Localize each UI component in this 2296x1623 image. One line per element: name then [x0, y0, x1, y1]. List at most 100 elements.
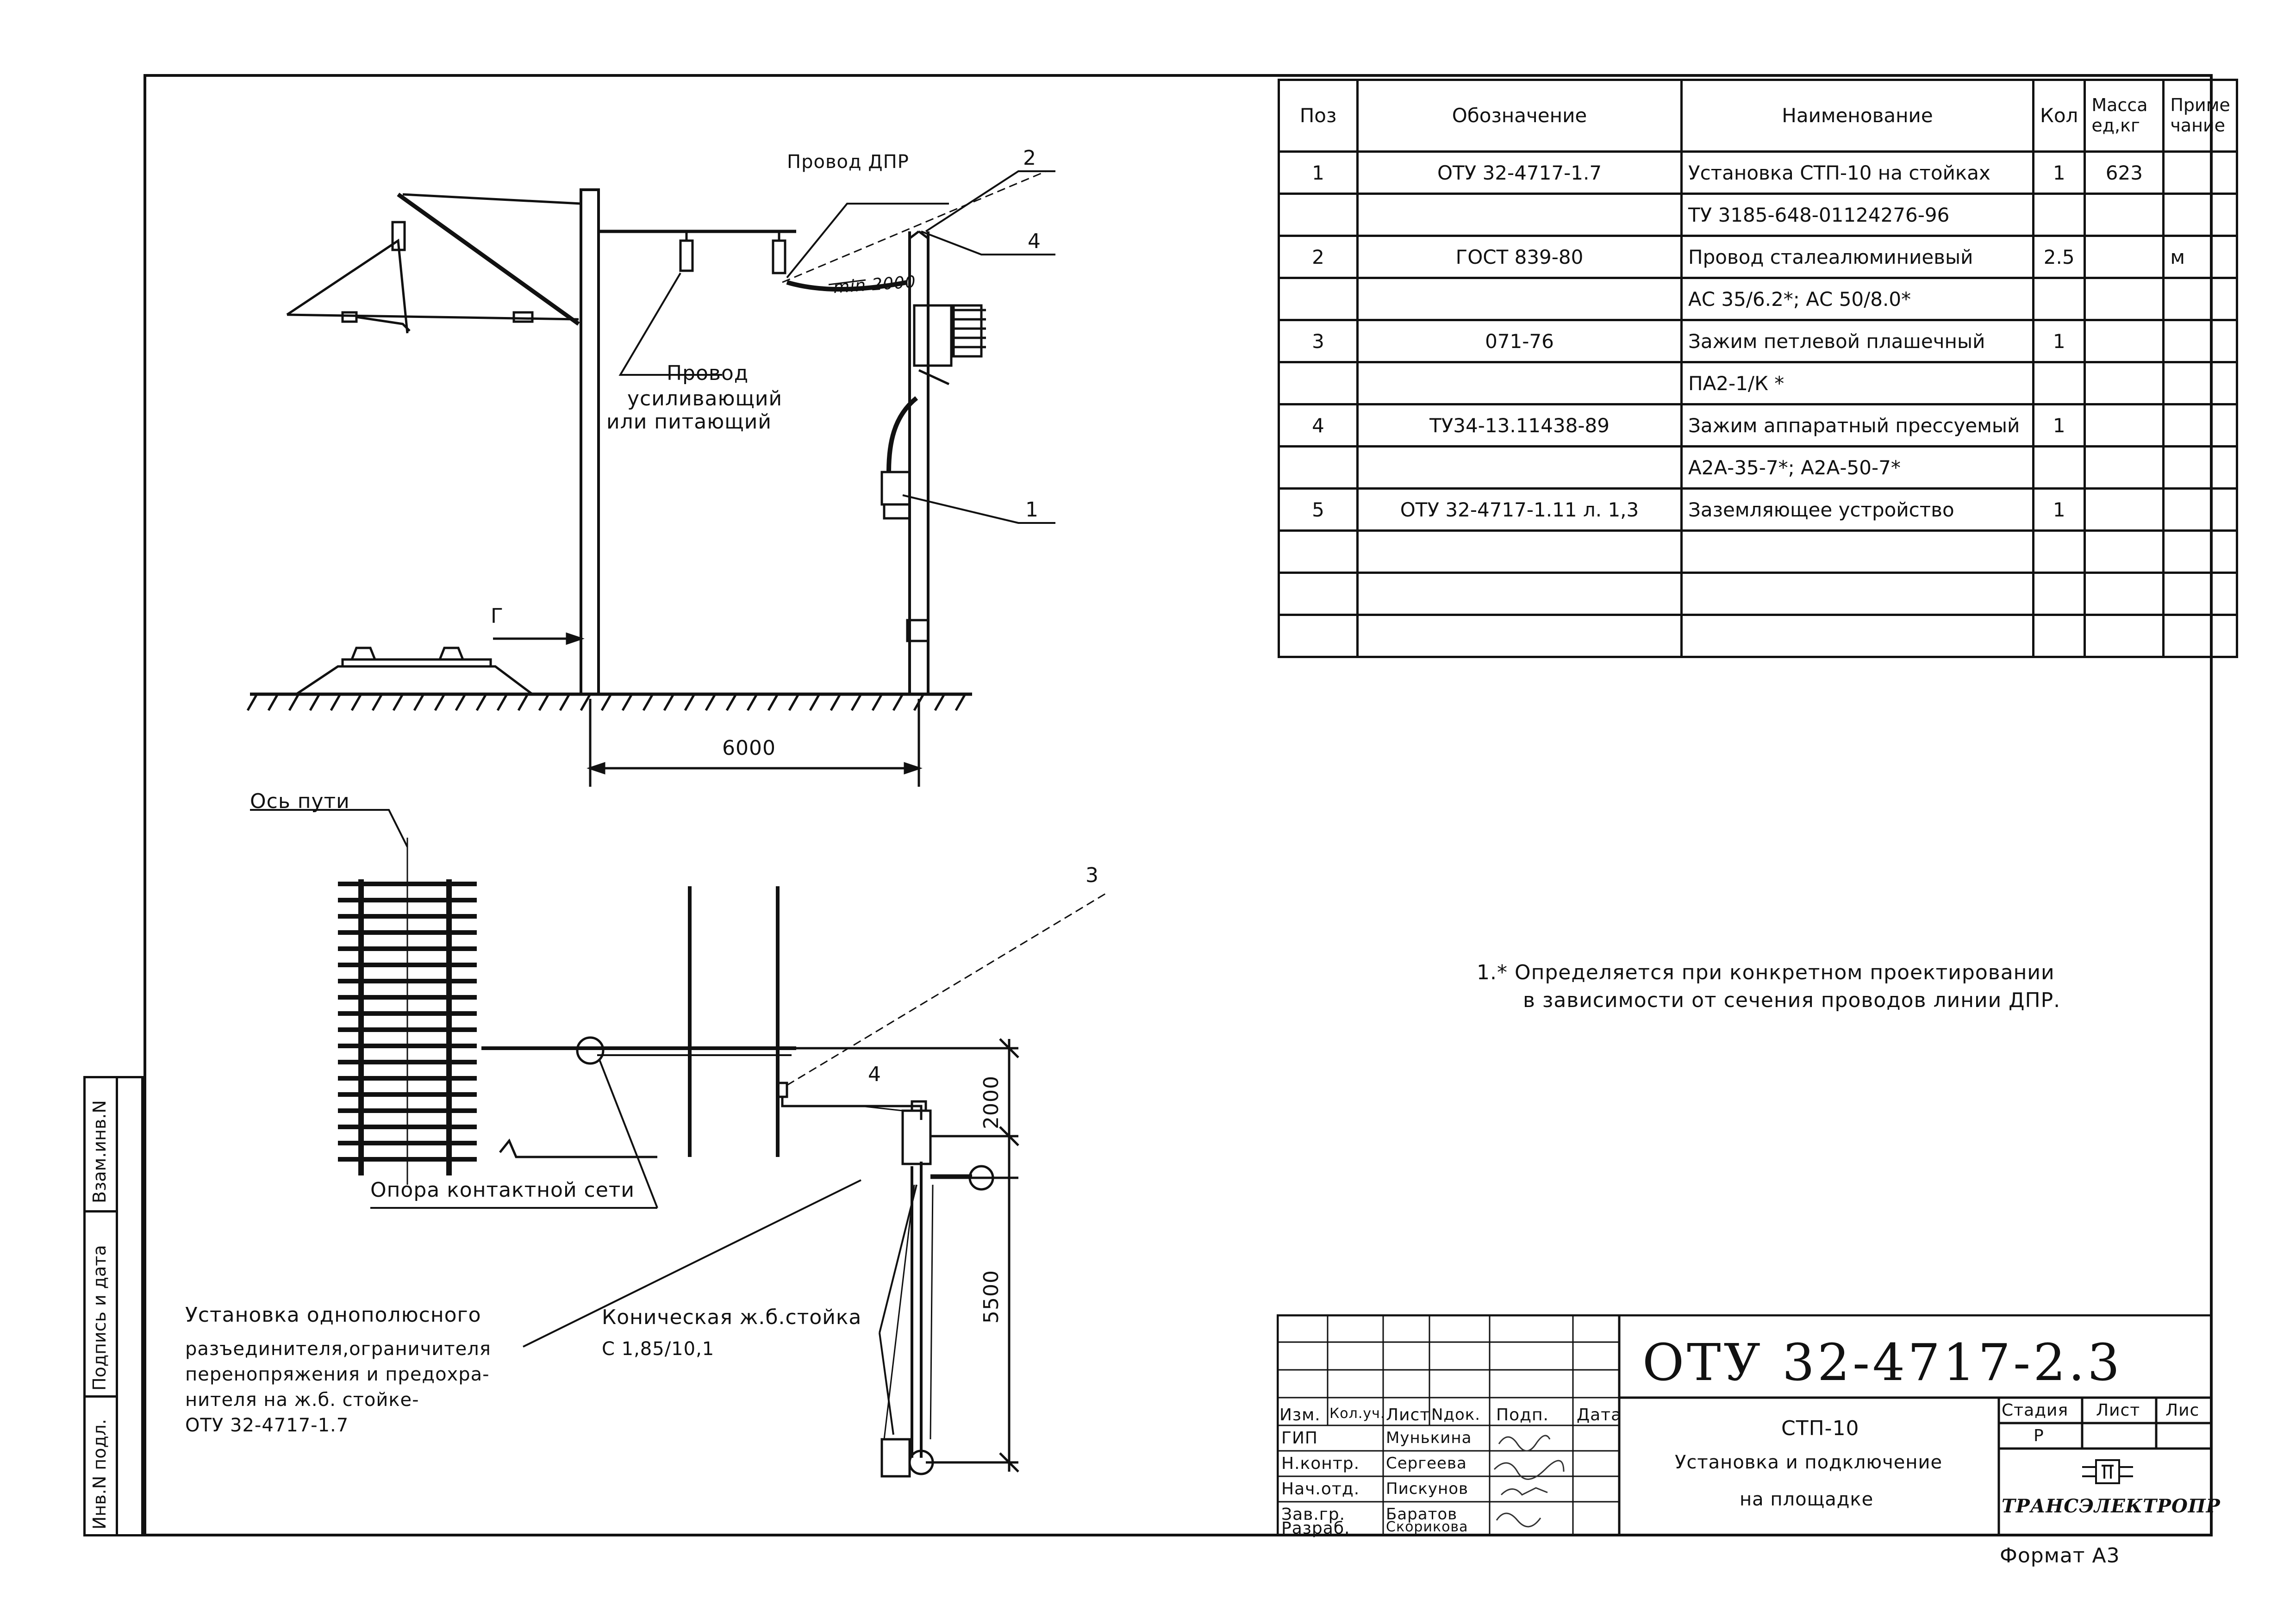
- dimension-6000-text: 6000: [722, 736, 776, 760]
- cell-name: Провод сталеалюминиевый: [1680, 235, 2034, 279]
- header-pos: Поз: [1278, 79, 1359, 153]
- role-nkontr: Н.контр.: [1281, 1454, 1360, 1473]
- side-cell-podpis: Подпись и дата: [86, 1213, 116, 1398]
- side-vzam: Взам.инв.N: [89, 1100, 110, 1203]
- cell-name: Установка СТП-10 на стойках: [1680, 150, 2034, 195]
- cell-designation: [1356, 614, 1683, 658]
- cell-name: [1680, 529, 2034, 574]
- header-mass: Масса ед,кг: [2084, 79, 2165, 153]
- col-data: Дата: [1577, 1405, 1622, 1424]
- table-row: 3 071-76 Зажим петлевой плашечный 1: [1278, 319, 2238, 363]
- title-line-1: СТП-10: [1781, 1417, 1859, 1440]
- label-conic-2: С 1,85/10,1: [602, 1338, 715, 1360]
- cell-mass: [2084, 403, 2165, 448]
- table-row: АС 35/6.2*; АС 50/8.0*: [1278, 277, 2238, 321]
- side-cell-vzam: Взам.инв.N: [86, 1078, 116, 1213]
- role-nachotd: Нач.отд.: [1281, 1480, 1360, 1499]
- table-row: А2А-35-7*; А2А-50-7*: [1278, 445, 2238, 490]
- cell-qty: [2032, 529, 2086, 574]
- cell-designation: 071-76: [1356, 319, 1683, 363]
- side-podpis: Подпись и дата: [89, 1245, 110, 1391]
- cell-designation: [1356, 445, 1683, 490]
- label-install-2: разъединителя,ограничителя: [185, 1338, 491, 1360]
- cell-name: Зажим петлевой плашечный: [1680, 319, 2034, 363]
- cell-pos: [1278, 193, 1359, 237]
- cell-designation: ГОСТ 839-80: [1356, 235, 1683, 279]
- sheets-label: Лис: [2165, 1401, 2200, 1420]
- label-wire-dpr: Провод ДПР: [787, 151, 909, 173]
- stage-label: Стадия: [2002, 1401, 2069, 1420]
- dimension-2000-text: 2000: [980, 1076, 1003, 1129]
- cell-note: [2162, 445, 2238, 490]
- sheet-label: Лист: [2096, 1401, 2140, 1420]
- header-note-l1: Приме: [2170, 95, 2230, 116]
- note-line-2: в зависимости от сечения проводов линии …: [1523, 989, 2061, 1012]
- col-podp: Подп.: [1496, 1405, 1549, 1424]
- cell-name: Заземляющее устройство: [1680, 487, 2034, 532]
- plan-track: [250, 809, 477, 1185]
- dimension-5500-text: 5500: [980, 1270, 1003, 1324]
- cell-note: [2162, 572, 2238, 616]
- callout-4-elevation: 4: [1028, 230, 1041, 253]
- cell-note: [2162, 487, 2238, 532]
- stp-mast: [880, 230, 986, 694]
- cell-mass: [2084, 487, 2165, 532]
- cell-designation: ТУ34-13.11438-89: [1356, 403, 1683, 448]
- cell-mass: [2084, 529, 2165, 574]
- label-install-3: перенопряжения и предохра-: [185, 1364, 490, 1385]
- cell-qty: 1: [2032, 150, 2086, 195]
- header-mass-l1: Масса: [2091, 95, 2148, 116]
- cell-name: [1680, 572, 2034, 616]
- cell-qty: 1: [2032, 319, 2086, 363]
- label-wire-reinforce-1: Провод: [667, 361, 749, 385]
- title-line-2: Установка и подключение: [1675, 1452, 1943, 1473]
- cell-pos: 3: [1278, 319, 1359, 363]
- cell-note: [2162, 277, 2238, 321]
- catenary-mast: [286, 188, 796, 696]
- document-code: ОТУ 32-4717-2.3: [1642, 1333, 2123, 1392]
- cell-designation: [1356, 529, 1683, 574]
- cell-note: [2162, 529, 2238, 574]
- cell-mass: 623: [2084, 150, 2165, 195]
- cell-note: [2162, 361, 2238, 405]
- cell-qty: [2032, 445, 2086, 490]
- cell-qty: [2032, 193, 2086, 237]
- header-note-l2: чание: [2170, 115, 2226, 136]
- cell-name: ТУ 3185-648-01124276-96: [1680, 193, 2034, 237]
- label-install-1: Установка однополюсного: [185, 1303, 481, 1327]
- plan-crossarms: [370, 886, 1107, 1209]
- cell-designation: [1356, 572, 1683, 616]
- name-zavgr: Баратов: [1386, 1505, 1458, 1524]
- org-name: ТРАНСЭЛЕКТРОПР: [2002, 1495, 2221, 1517]
- elevation-leaders: [618, 170, 1055, 524]
- cell-pos: 1: [1278, 150, 1359, 195]
- col-ndok: Nдок.: [1431, 1405, 1481, 1424]
- name-gip: Мунькина: [1386, 1429, 1472, 1447]
- col-izm: Изм.: [1279, 1405, 1321, 1424]
- header-designation: Обозначение: [1356, 79, 1683, 153]
- header-mass-l2: ед,кг: [2091, 115, 2140, 136]
- cell-qty: 1: [2032, 403, 2086, 448]
- cell-name: ПА2-1/К *: [1680, 361, 2034, 405]
- specification-table: Поз Обозначение Наименование Кол Масса е…: [1278, 79, 2238, 658]
- header-name: Наименование: [1680, 79, 2034, 153]
- cell-qty: [2032, 614, 2086, 658]
- cell-mass: [2084, 361, 2165, 405]
- org-logo-icon: [2082, 1459, 2133, 1484]
- cell-qty: [2032, 361, 2086, 405]
- spec-header-row: Поз Обозначение Наименование Кол Масса е…: [1278, 79, 2238, 153]
- cell-mass: [2084, 572, 2165, 616]
- side-stamp: Взам.инв.N Подпись и дата Инв.N подл.: [83, 1076, 144, 1536]
- label-install-5: ОТУ 32-4717-1.7: [185, 1415, 349, 1436]
- side-cell-inv: Инв.N подл.: [86, 1398, 116, 1534]
- dimension-6000: [493, 632, 923, 787]
- cell-mass: [2084, 277, 2165, 321]
- cell-qty: 1: [2032, 487, 2086, 532]
- label-wire-reinforce-2: усиливающий: [627, 387, 783, 410]
- side-inv: Инв.N подл.: [89, 1419, 110, 1530]
- callout-3: 3: [1086, 864, 1099, 887]
- callout-4-plan: 4: [868, 1063, 881, 1086]
- cell-pos: [1278, 445, 1359, 490]
- cell-pos: [1278, 614, 1359, 658]
